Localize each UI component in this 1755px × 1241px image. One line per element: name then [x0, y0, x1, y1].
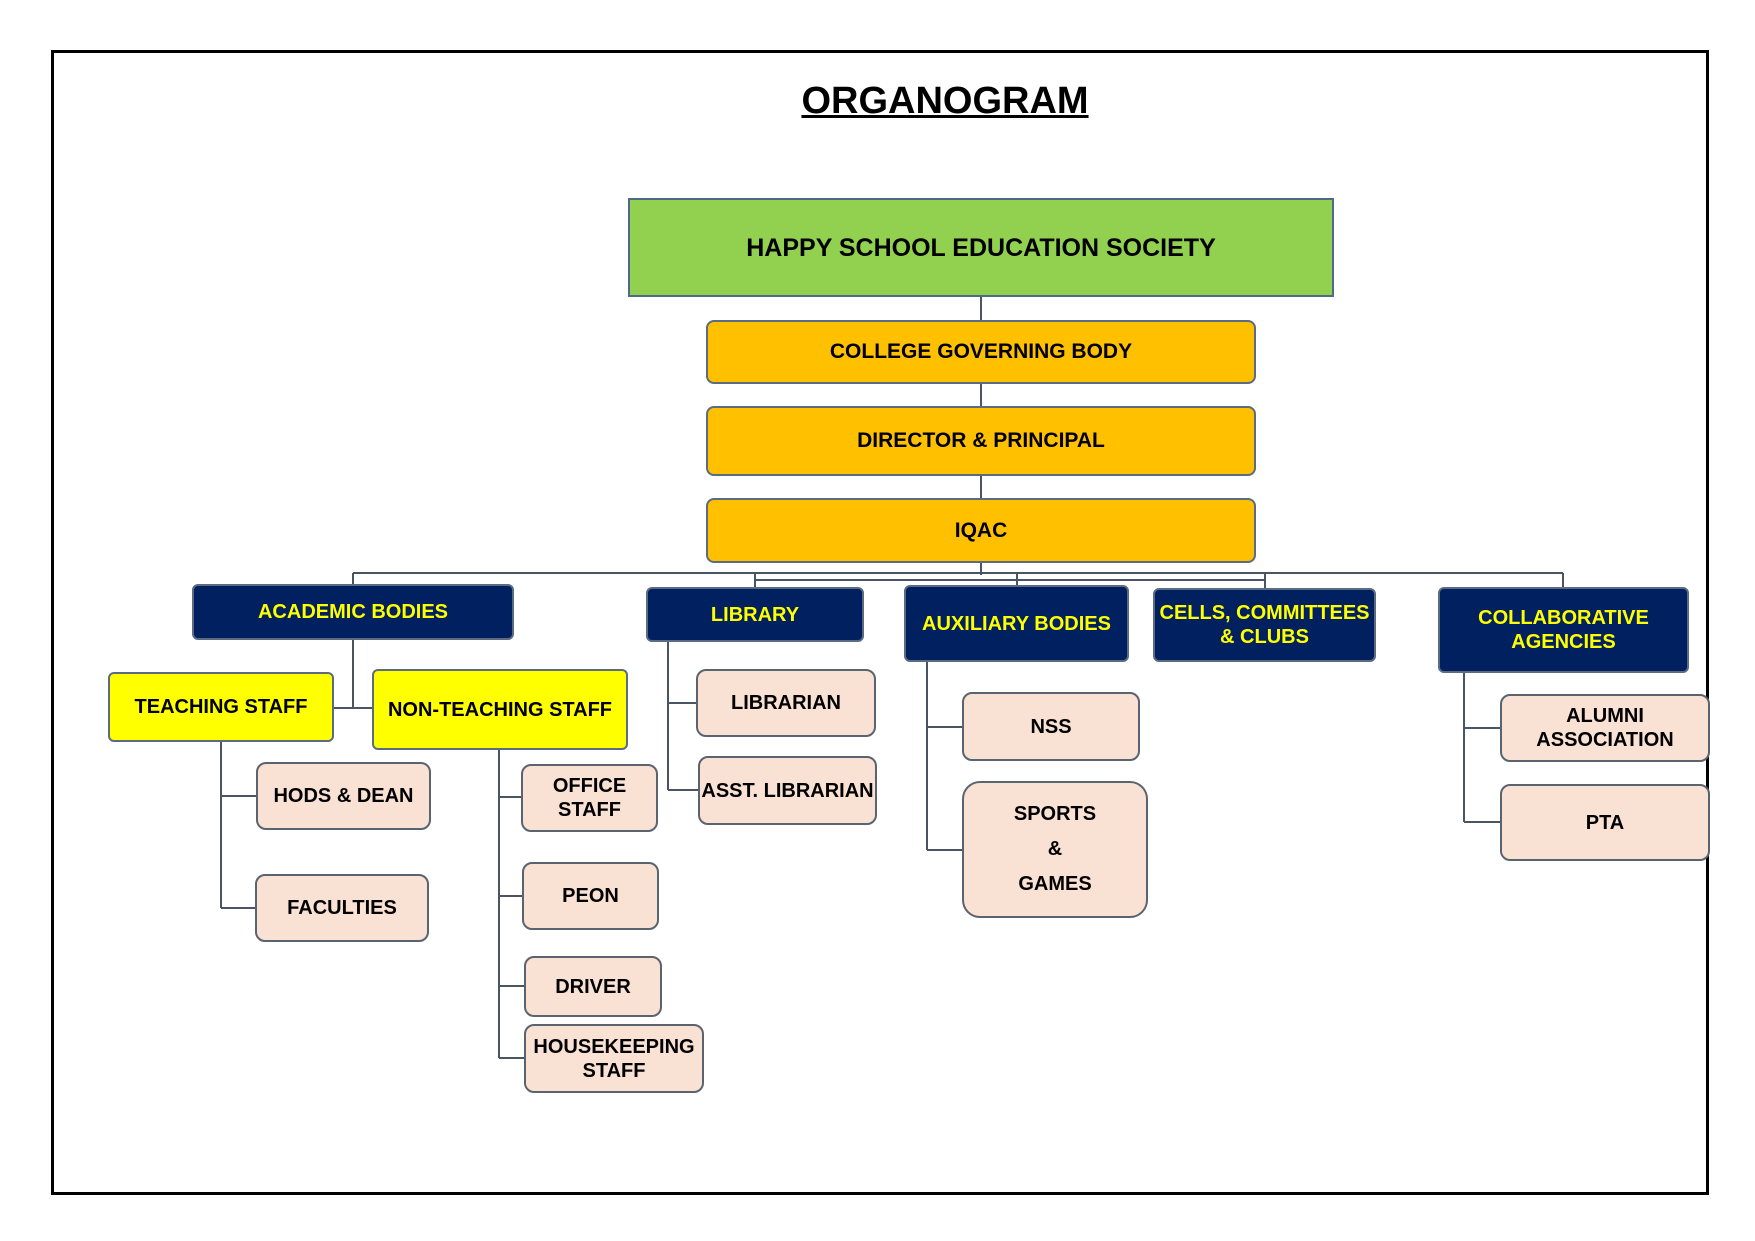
node-housekeeping-line1: HOUSEKEEPING: [533, 1035, 695, 1058]
node-sports-line3: GAMES: [1018, 873, 1092, 895]
page-border: [51, 50, 1709, 1195]
node-library: LIBRARY: [646, 587, 864, 642]
node-sports-line2: &: [1047, 838, 1063, 860]
node-librarian: LIBRARIAN: [696, 669, 876, 737]
node-faculties: FACULTIES: [255, 874, 429, 942]
node-sports-line1: SPORTS: [1013, 803, 1097, 825]
node-society-label: HAPPY SCHOOL EDUCATION SOCIETY: [746, 233, 1216, 262]
node-housekeeping-line2: STAFF: [582, 1059, 646, 1082]
node-collab-label-line2: AGENCIES: [1511, 631, 1616, 653]
node-non-teaching-staff: NON-TEACHING STAFF: [372, 669, 628, 750]
node-librarian-label: LIBRARIAN: [731, 692, 841, 714]
node-director: DIRECTOR & PRINCIPAL: [706, 406, 1256, 476]
node-alumni-line1: ALUMNI: [1566, 705, 1644, 727]
node-cells-committees-clubs: CELLS, COMMITTEES & CLUBS: [1153, 588, 1376, 662]
node-non-teaching-staff-label: NON-TEACHING STAFF: [387, 698, 613, 721]
node-governing-body-label: COLLEGE GOVERNING BODY: [829, 340, 1133, 364]
node-hods-dean-label: HODS & DEAN: [273, 785, 414, 807]
node-iqac-label: IQAC: [954, 518, 1008, 542]
node-collaborative-agencies: COLLABORATIVE AGENCIES: [1438, 587, 1689, 673]
node-collab-label-line1: COLLABORATIVE: [1478, 607, 1649, 629]
node-office-staff: OFFICE STAFF: [521, 764, 658, 832]
node-teaching-staff: TEACHING STAFF: [108, 672, 334, 742]
node-office-staff-line2: STAFF: [558, 799, 621, 821]
node-cells-label-line1: CELLS, COMMITTEES: [1159, 602, 1370, 624]
node-asst-librarian-label: ASST. LIBRARIAN: [701, 779, 874, 802]
node-housekeeping-staff: HOUSEKEEPING STAFF: [524, 1024, 704, 1093]
page-title: ORGANOGRAM: [801, 80, 1089, 122]
node-teaching-staff-label: TEACHING STAFF: [134, 696, 308, 718]
node-governing-body: COLLEGE GOVERNING BODY: [706, 320, 1256, 384]
node-nss: NSS: [962, 692, 1140, 761]
node-society: HAPPY SCHOOL EDUCATION SOCIETY: [628, 198, 1334, 297]
node-alumni-line2: ASSOCIATION: [1536, 729, 1674, 751]
node-library-label: LIBRARY: [710, 603, 800, 626]
node-pta-label: PTA: [1585, 811, 1625, 834]
node-office-staff-line1: OFFICE: [552, 775, 627, 797]
node-driver: DRIVER: [524, 956, 662, 1017]
node-academic-bodies-label: ACADEMIC BODIES: [257, 601, 448, 623]
node-faculties-label: FACULTIES: [287, 897, 397, 919]
node-iqac: IQAC: [706, 498, 1256, 563]
node-asst-librarian: ASST. LIBRARIAN: [698, 756, 877, 825]
node-driver-label: DRIVER: [555, 975, 631, 998]
node-pta: PTA: [1500, 784, 1710, 861]
node-director-label: DIRECTOR & PRINCIPAL: [857, 429, 1105, 453]
node-academic-bodies: ACADEMIC BODIES: [192, 584, 514, 640]
node-auxiliary-bodies: AUXILIARY BODIES: [904, 585, 1129, 662]
node-nss-label: NSS: [1030, 715, 1072, 738]
node-peon: PEON: [522, 862, 659, 930]
node-hods-dean: HODS & DEAN: [256, 762, 431, 830]
node-auxiliary-bodies-label: AUXILIARY BODIES: [922, 612, 1111, 635]
node-cells-label-line2: & CLUBS: [1220, 626, 1309, 648]
node-alumni-association: ALUMNI ASSOCIATION: [1500, 694, 1710, 762]
node-peon-label: PEON: [562, 885, 619, 907]
node-sports-games: SPORTS & GAMES: [962, 781, 1148, 918]
